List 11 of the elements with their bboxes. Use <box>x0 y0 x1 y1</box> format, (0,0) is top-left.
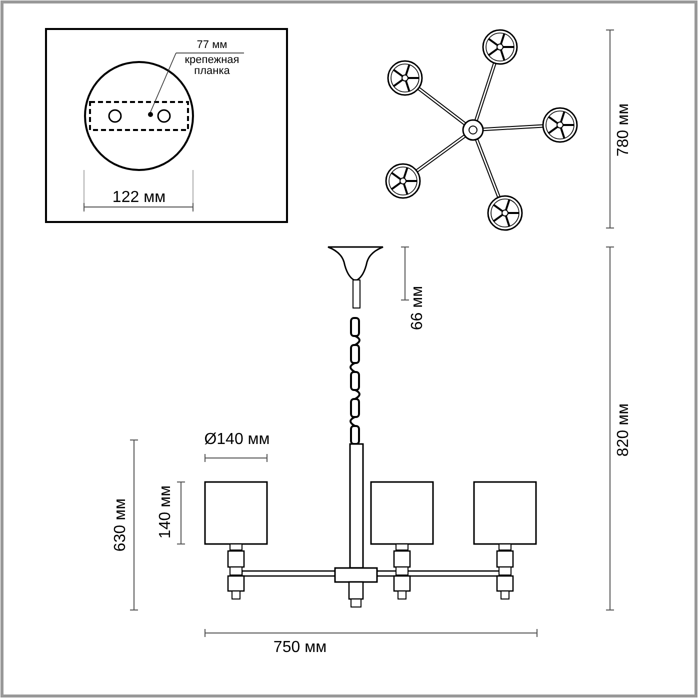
dimension-label: 820 мм <box>615 403 633 457</box>
dimension-label: 122 мм <box>112 189 166 207</box>
dimension-label: 750 мм <box>273 639 327 657</box>
dimension-label: 77 мм <box>196 39 228 52</box>
leader-line <box>150 52 176 112</box>
callout-text: крепежная планка <box>184 55 240 77</box>
dimension-label: 630 мм <box>112 498 130 552</box>
dimension-label: 140 мм <box>157 485 175 539</box>
dimension-label: 66 мм <box>409 286 427 330</box>
dimension-label: 780 мм <box>615 103 633 157</box>
dimension-label: Ø140 мм <box>204 431 270 449</box>
